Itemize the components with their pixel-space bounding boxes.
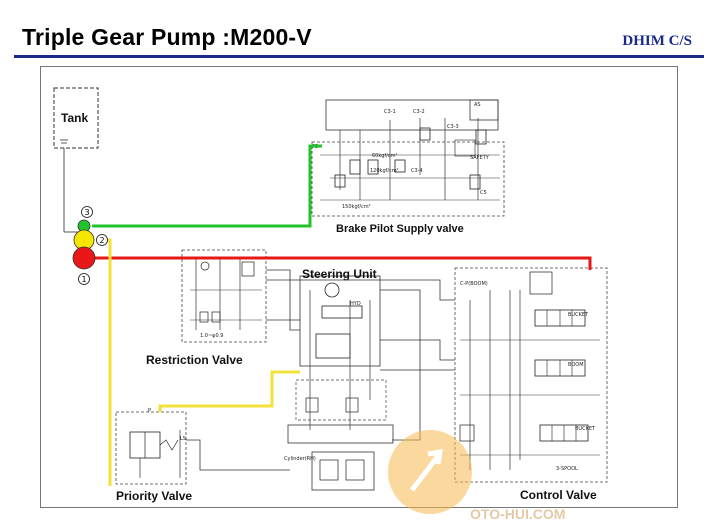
svg-text:3-SPOOL: 3-SPOOL <box>556 466 578 472</box>
triple-gear-pump: 3 2 1 <box>72 206 108 285</box>
tank-block: Tank <box>53 87 99 233</box>
yellow-priority-line <box>158 370 300 412</box>
brake-pilot-label: Brake Pilot Supply valve <box>336 223 464 235</box>
pump-number-3: 3 <box>84 208 89 217</box>
watermark-text: OTO-HUI.COM <box>470 506 566 522</box>
priority-valve-block: P LS Priority Valve <box>115 408 192 503</box>
pump-number-1: 1 <box>81 275 86 284</box>
pump-red-section <box>72 246 96 270</box>
svg-text:HYD: HYD <box>350 301 361 307</box>
steering-unit-block: Steering Unit Cylinder(RH) HYD <box>284 267 394 491</box>
yellow-supply-line <box>100 238 112 486</box>
hydraulic-lines <box>92 144 592 486</box>
svg-text:C5: C5 <box>480 190 487 196</box>
svg-text:C3-3: C3-3 <box>447 124 459 130</box>
svg-text:60kgf/cm²: 60kgf/cm² <box>372 153 398 159</box>
priority-valve-label: Priority Valve <box>116 489 192 503</box>
title-rule <box>14 55 704 58</box>
svg-text:SAFETY: SAFETY <box>470 155 490 161</box>
brake-pilot-valve-block: C3-1 C3-2 C3-3 C3-4 60kgf/cm² 120kgf/cm²… <box>311 99 505 235</box>
svg-text:C3-4: C3-4 <box>411 168 423 174</box>
control-valve-block: C-P(BOOM) BUCKET BOOM BUCKET 3-SPOOL Con… <box>454 267 608 502</box>
svg-text:BUCKET: BUCKET <box>575 426 596 432</box>
watermark-logo <box>388 430 472 514</box>
svg-text:P: P <box>148 408 151 414</box>
red-supply-line <box>92 256 592 270</box>
svg-text:C-P(BOOM): C-P(BOOM) <box>460 281 488 287</box>
page-title: Triple Gear Pump :M200-V <box>22 24 312 50</box>
svg-text:LS: LS <box>180 436 186 442</box>
restriction-valve-block: 1.0~φ0.9 Restriction Valve <box>146 249 267 367</box>
svg-text:BOOM: BOOM <box>568 362 584 368</box>
svg-text:AS: AS <box>474 102 481 108</box>
brand-label: DHIM C/S <box>622 33 692 49</box>
control-valve-label: Control Valve <box>520 488 597 502</box>
svg-text:120kgf/cm²: 120kgf/cm² <box>370 168 399 174</box>
diagram-frame <box>40 66 678 508</box>
svg-text:BUCKET: BUCKET <box>568 312 589 318</box>
svg-text:1.0~φ0.9: 1.0~φ0.9 <box>200 333 223 339</box>
svg-text:C3-2: C3-2 <box>413 109 425 115</box>
pump-number-2: 2 <box>99 236 104 245</box>
restriction-valve-label: Restriction Valve <box>146 353 243 367</box>
steering-unit-label: Steering Unit <box>302 267 377 281</box>
svg-text:Cylinder(RH): Cylinder(RH) <box>284 456 316 462</box>
svg-text:C3-1: C3-1 <box>384 109 396 115</box>
tank-label: Tank <box>61 111 88 125</box>
svg-text:150kgf/cm²: 150kgf/cm² <box>342 204 371 210</box>
green-supply-line <box>92 144 322 228</box>
